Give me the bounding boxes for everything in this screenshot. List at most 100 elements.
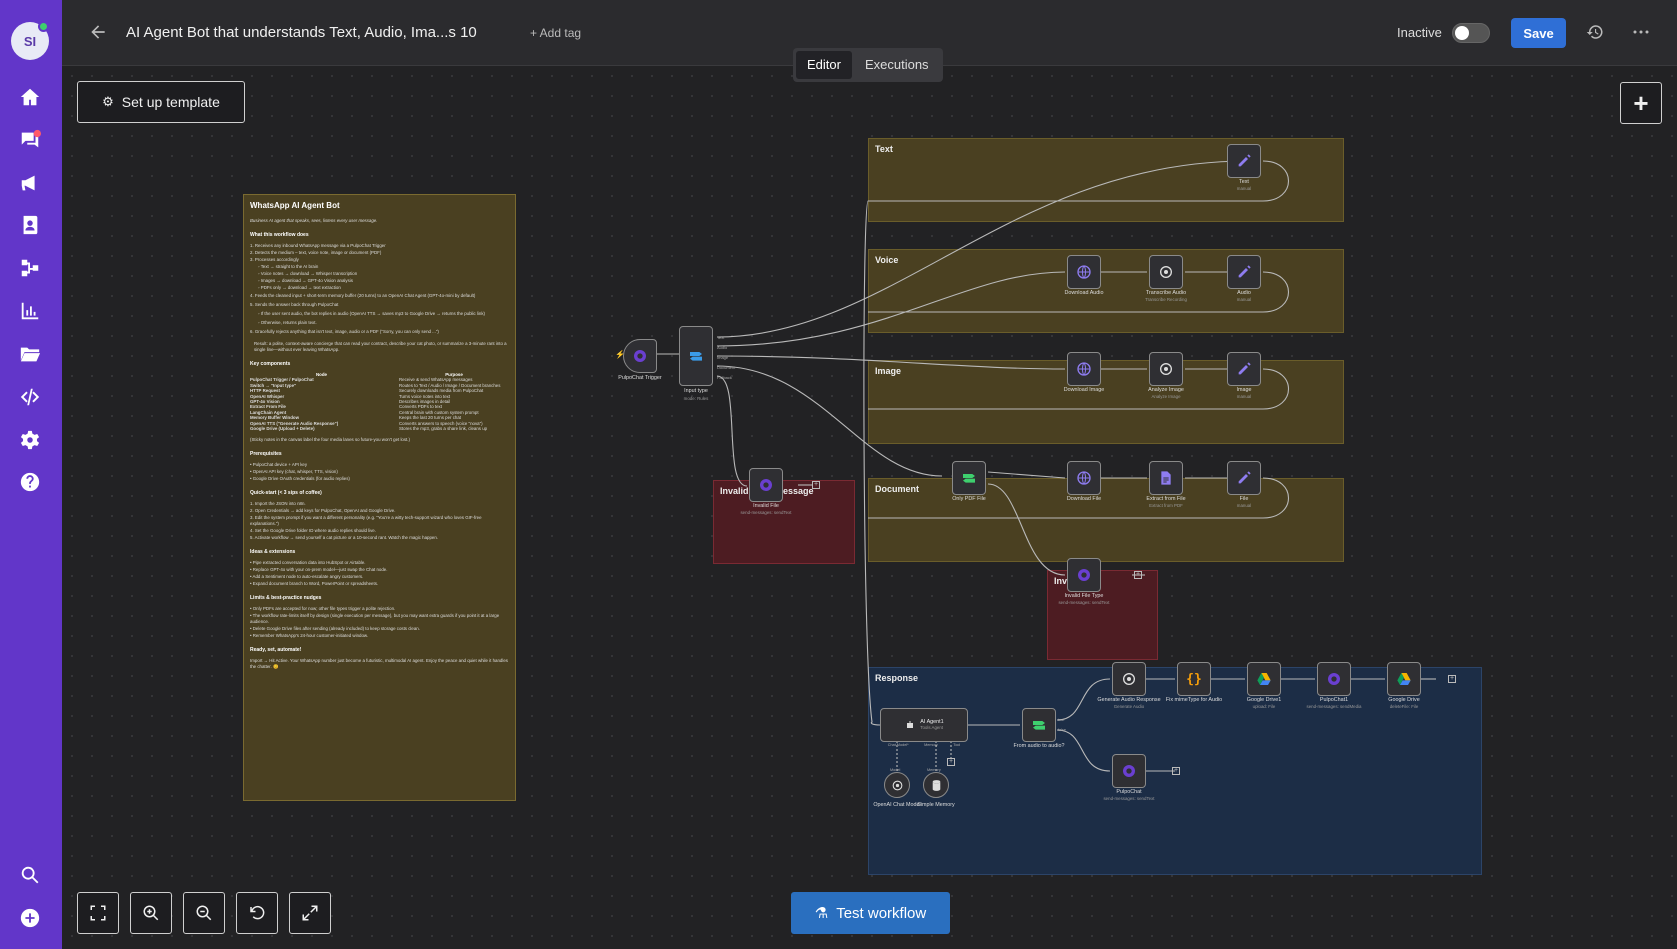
table-cell: PulpoChat Trigger / PulpoChat — [250, 377, 314, 383]
tab-executions[interactable]: Executions — [864, 57, 929, 72]
download-file-node[interactable] — [1067, 461, 1101, 495]
active-toggle[interactable] — [1452, 23, 1490, 43]
add-icon[interactable] — [13, 903, 47, 933]
add-tool-button[interactable]: + — [947, 758, 955, 766]
note-line: • Add a Sentiment node to auto-escalate … — [250, 574, 364, 580]
audio-set-node[interactable] — [1227, 255, 1261, 289]
test-workflow-button[interactable]: ⚗ Test workflow — [791, 892, 950, 934]
folder-icon[interactable] — [13, 339, 47, 369]
documentation-note[interactable]: WhatsApp AI Agent Bot Business AI agent … — [243, 194, 516, 801]
node-label: Download Audio — [1064, 290, 1104, 296]
back-arrow-icon[interactable] — [88, 22, 108, 42]
workflow-canvas[interactable]: ⚙ Set up template + Text Voice Image Doc… — [62, 66, 1677, 949]
add-next-node-button[interactable]: + — [1134, 571, 1142, 579]
from-audio-to-audio-node[interactable] — [1022, 708, 1056, 742]
node-subtitle: send-messages: sendText — [1058, 600, 1110, 605]
group-invalid-file[interactable]: Invalid File — [1047, 570, 1158, 660]
download-audio-node[interactable] — [1067, 255, 1101, 289]
generate-audio-response-node[interactable] — [1112, 662, 1146, 696]
add-next-node-button[interactable]: + — [812, 481, 820, 489]
transcribe-audio-node[interactable] — [1149, 255, 1183, 289]
fix-mimetype-node[interactable]: {} — [1177, 662, 1211, 696]
node-label: Image — [1236, 387, 1252, 393]
note-section: Ready, set, automate! — [250, 647, 302, 654]
search-icon[interactable] — [13, 860, 47, 890]
output-label: Fallback — [717, 375, 732, 380]
table-cell: HTTP Request — [250, 388, 280, 394]
status-label: Inactive — [1397, 25, 1442, 40]
analyze-image-node[interactable] — [1149, 352, 1183, 386]
expand-button[interactable] — [289, 892, 331, 934]
simple-memory-node[interactable] — [923, 772, 949, 798]
add-next-node-button[interactable]: + — [1172, 767, 1180, 775]
help-icon[interactable] — [13, 467, 47, 497]
pulpochat-trigger-node[interactable] — [623, 339, 657, 373]
pulpochat-node[interactable] — [1112, 754, 1146, 788]
flask-icon: ⚗ — [814, 905, 829, 922]
chart-icon[interactable] — [13, 296, 47, 326]
node-label: Fix mimeType for Audio — [1165, 697, 1223, 703]
invalid-file-message-node[interactable] — [749, 468, 783, 502]
save-button[interactable]: Save — [1511, 18, 1566, 48]
file-extract-icon — [1161, 471, 1171, 485]
openai-chat-model-node[interactable] — [884, 772, 910, 798]
note-line: 3. Processes accordingly — [250, 257, 299, 262]
chat-icon[interactable] — [13, 125, 47, 155]
reset-zoom-button[interactable] — [236, 892, 278, 934]
node-label: Google Drive — [1388, 697, 1420, 703]
code-icon[interactable] — [13, 382, 47, 412]
note-line: • PulpoChat device + API key — [250, 462, 308, 468]
pencil-icon — [1238, 265, 1251, 278]
zoom-out-button[interactable] — [183, 892, 225, 934]
home-icon[interactable] — [13, 82, 47, 112]
google-drive-icon — [1397, 673, 1411, 685]
node-label: Input type — [684, 388, 708, 394]
extract-from-file-node[interactable] — [1149, 461, 1183, 495]
view-tabs: Editor Executions — [793, 48, 943, 82]
group-image[interactable]: Image — [868, 360, 1344, 444]
file-set-node[interactable] — [1227, 461, 1261, 495]
table-cell: Central brain with custom system prompt — [399, 409, 479, 415]
node-subtitle: mode: Rules — [683, 396, 709, 401]
note-line: • Delete Google Drive files after sendin… — [250, 626, 420, 632]
note-section: Key components — [250, 361, 291, 367]
tab-editor[interactable]: Editor — [796, 51, 852, 79]
zoom-in-button[interactable] — [130, 892, 172, 934]
add-tag-button[interactable]: + Add tag — [530, 26, 582, 40]
add-next-node-button[interactable]: + — [1448, 675, 1456, 683]
google-drive1-node[interactable] — [1247, 662, 1281, 696]
node-subtitle: send-messages: sendText — [740, 510, 792, 515]
fit-view-button[interactable] — [77, 892, 119, 934]
megaphone-icon[interactable] — [13, 168, 47, 198]
ai-agent-node[interactable]: AI Agent1 Tools Agent — [880, 708, 968, 742]
more-options-icon[interactable] — [1632, 23, 1650, 41]
settings-icon[interactable] — [13, 425, 47, 455]
download-image-node[interactable] — [1067, 352, 1101, 386]
workflow-icon[interactable] — [13, 253, 47, 283]
setup-template-button[interactable]: ⚙ Set up template — [77, 81, 245, 123]
contacts-icon[interactable] — [13, 210, 47, 240]
node-label: OpenAI Chat Model — [873, 802, 921, 808]
table-cell: OpenAI Whisper — [250, 393, 285, 399]
table-cell: Memory Buffer Window — [250, 415, 299, 421]
input-type-switch-node[interactable] — [679, 326, 713, 386]
node-label: Download File — [1066, 496, 1102, 502]
image-set-node[interactable] — [1227, 352, 1261, 386]
add-node-button[interactable]: + — [1620, 82, 1662, 124]
group-invalid-input[interactable]: Invalid Input Message — [713, 480, 855, 564]
invalid-file-type-node[interactable] — [1067, 558, 1101, 592]
only-pdf-file-node[interactable] — [952, 461, 986, 495]
pulpochat1-node[interactable] — [1317, 662, 1351, 696]
google-drive-node[interactable] — [1387, 662, 1421, 696]
note-line: • Only PDFs are accepted for now; other … — [250, 606, 396, 612]
note-section: Limits & best-practice nudges — [250, 595, 322, 602]
note-line: ◦ PDFs only → download → text extraction — [258, 285, 341, 290]
text-set-node[interactable] — [1227, 144, 1261, 178]
history-icon[interactable] — [1586, 23, 1604, 41]
group-document[interactable]: Document — [868, 478, 1344, 562]
connection-tag: Model — [890, 768, 901, 772]
note-line: ◦ Images → download → GPT-4o Vision anal… — [258, 278, 353, 283]
workflow-title[interactable]: AI Agent Bot that understands Text, Audi… — [126, 24, 477, 41]
pencil-icon — [1238, 471, 1251, 484]
avatar[interactable]: SI — [11, 21, 49, 60]
